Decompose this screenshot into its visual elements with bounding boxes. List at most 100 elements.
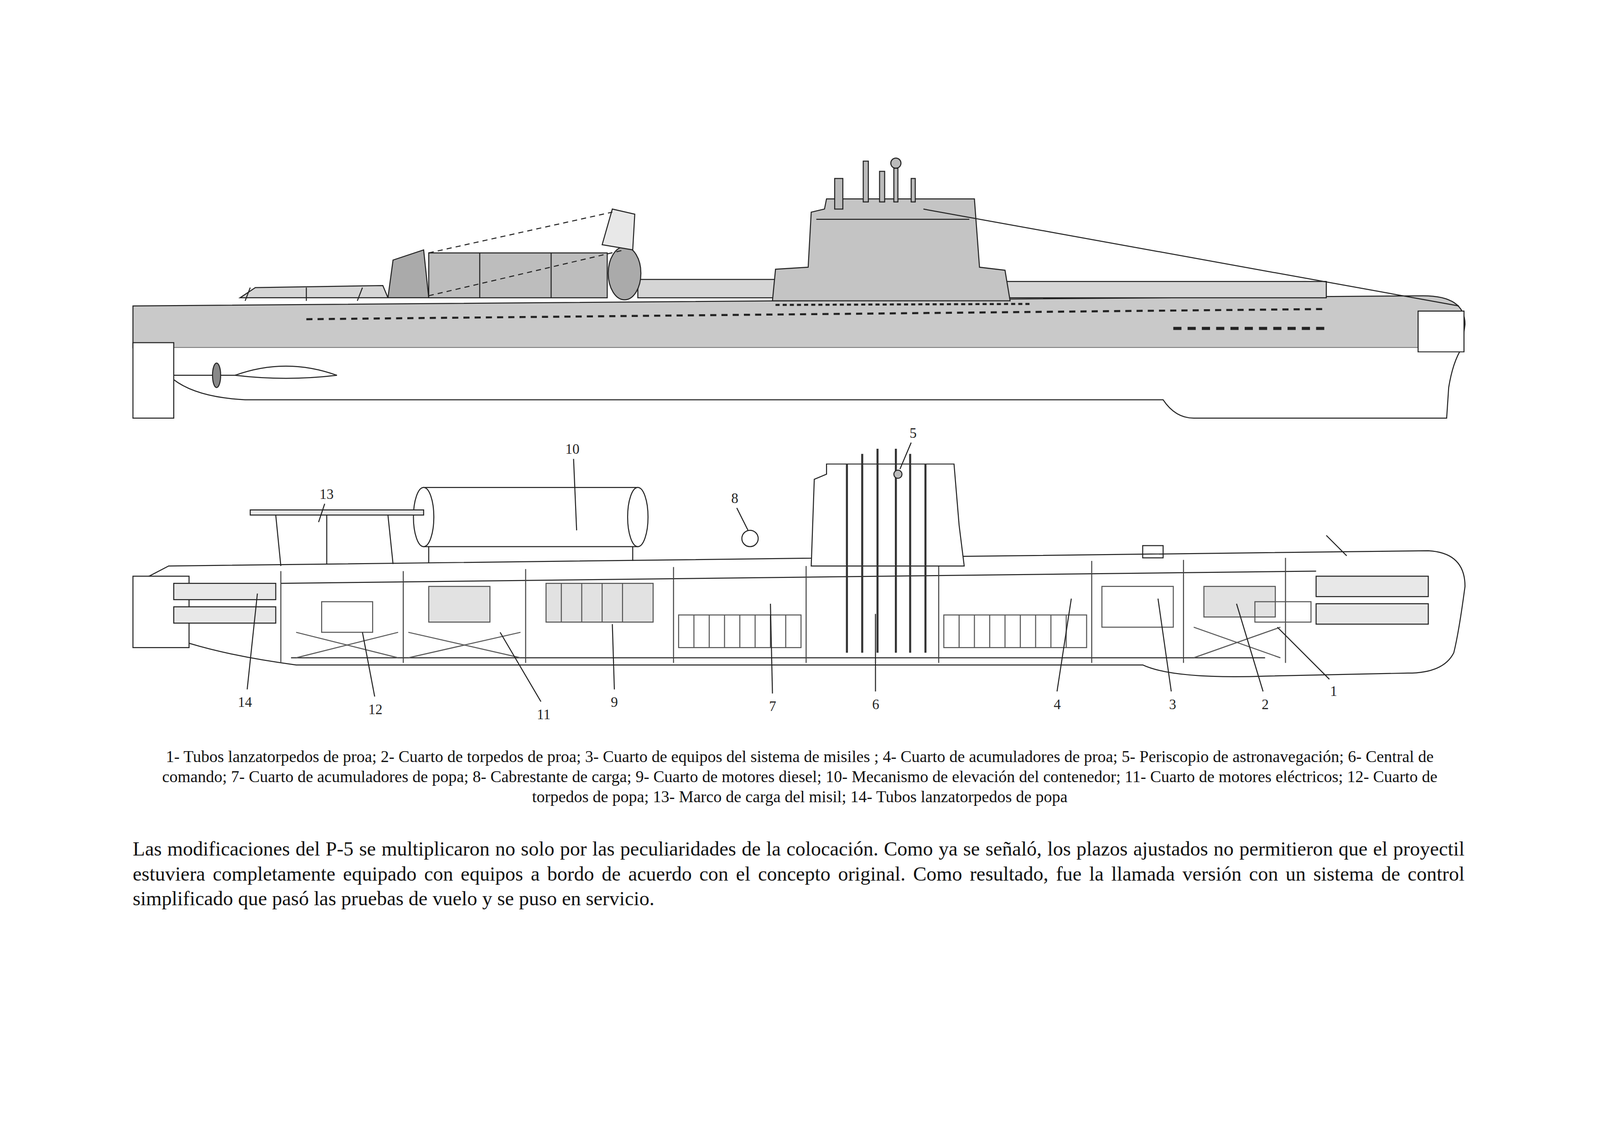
submarine-profile-part — [974, 281, 1327, 298]
submarine-cutaway-part-part — [989, 614, 991, 648]
leader-lines-part — [1236, 603, 1263, 692]
submarine-cutaway-part-part — [938, 564, 940, 664]
submarine-profile-part — [357, 287, 363, 302]
submarine-cutaway-part — [413, 487, 434, 547]
submarine-cutaway-part-part — [402, 571, 404, 663]
submarine-profile-part — [306, 309, 1327, 320]
submarine-cutaway-part-part — [408, 632, 521, 658]
submarine-cutaway-part — [143, 550, 1465, 677]
submarine-profile-part — [1418, 311, 1465, 352]
submarine-profile-part — [923, 208, 1460, 306]
submarine-cutaway-part-part — [545, 583, 654, 623]
submarine-profile-part — [879, 171, 885, 203]
submarine-cutaway-part — [290, 657, 1266, 659]
submarine-cutaway-part-part — [408, 632, 521, 658]
submarine-cutaway-part — [1142, 545, 1164, 558]
submarine-cutaway-part — [1316, 603, 1429, 625]
submarine-profile-part — [834, 178, 843, 209]
submarine-cutaway-part-part — [876, 448, 879, 653]
submarine-cutaway-part — [423, 487, 639, 547]
submarine-profile — [132, 158, 1465, 419]
submarine-cutaway-part-part — [280, 571, 282, 663]
submarine-cutaway-part-part — [1193, 627, 1281, 658]
leader-lines — [247, 442, 1330, 702]
submarine-profile-part — [550, 253, 552, 298]
submarine-cutaway-part — [388, 514, 394, 564]
submarine-cutaway-part — [1316, 576, 1429, 597]
submarine-cutaway-part-part — [894, 448, 897, 653]
submarine-profile-part — [244, 287, 250, 302]
leader-lines-part — [874, 613, 876, 692]
callout-number: 5 — [907, 425, 919, 442]
callout-number: 12 — [366, 701, 385, 718]
figure-caption: 1- Tubos lanzatorpedos de proa; 2- Cuart… — [161, 747, 1439, 808]
callout-number: 8 — [729, 490, 741, 507]
submarine-cutaway-part-part — [321, 601, 373, 633]
submarine-profile-part — [212, 363, 221, 388]
submarine-cutaway-part-part — [1101, 586, 1174, 628]
submarine-cutaway-part-part — [754, 614, 756, 648]
callout-number: 6 — [870, 696, 882, 713]
submarine-cutaway-part — [173, 607, 276, 624]
leader-lines-part — [247, 593, 258, 690]
leader-lines-part — [1057, 598, 1072, 692]
leader-lines-part — [362, 632, 375, 697]
submarine-cutaway-part-part — [861, 453, 863, 653]
leader-lines-part — [899, 442, 912, 470]
leader-lines-part — [1158, 598, 1172, 692]
submarine-profile-part — [388, 249, 429, 298]
submarine-profile-part — [608, 246, 642, 300]
submarine-cutaway-part-part — [924, 463, 927, 653]
submarine-cutaway-part-part — [785, 614, 787, 648]
submarine-cutaway-part — [1326, 535, 1347, 556]
submarine-profile-part — [816, 218, 970, 220]
submarine-cutaway-part-part — [1284, 557, 1286, 663]
leader-lines-part — [770, 603, 773, 694]
submarine-cutaway-part-part — [296, 632, 399, 658]
submarine-cutaway-part — [326, 514, 328, 564]
submarine-cutaway-part — [280, 557, 1286, 663]
submarine-cutaway-part — [893, 470, 903, 479]
submarine-cutaway-part — [173, 583, 276, 600]
callout-number: 14 — [236, 694, 255, 711]
submarine-cutaway-part-part — [1034, 614, 1036, 648]
submarine-profile-part — [602, 208, 635, 250]
callout-number: 11 — [535, 706, 553, 723]
submarine-cutaway-part — [428, 546, 430, 564]
submarine-profile-part — [132, 342, 174, 418]
submarine-cutaway-part-part — [524, 569, 526, 664]
callout-number: 13 — [317, 486, 336, 503]
callout-number: 4 — [1051, 696, 1063, 713]
submarine-profile-part — [173, 374, 235, 376]
submarine-profile-part — [775, 303, 1031, 305]
submarine-cutaway-part — [250, 509, 424, 515]
submarine-cutaway-part-part — [581, 583, 582, 623]
submarine-cutaway-part-part — [693, 614, 695, 648]
submarine-cutaway-part-part — [909, 453, 911, 653]
submarine-cutaway-part-part — [601, 583, 603, 623]
callout-number: 2 — [1259, 696, 1271, 713]
submarine-cutaway-part — [296, 583, 1311, 658]
submarine-profile-part — [479, 253, 481, 298]
submarine-cutaway-part-part — [428, 586, 490, 623]
leader-lines-part — [573, 458, 577, 531]
submarine-cutaway-part-part — [805, 566, 807, 663]
submarine-cutaway-part-part — [1019, 614, 1021, 648]
submarine-cutaway-part — [632, 546, 634, 562]
submarine-cutaway-part-part — [958, 614, 960, 648]
leader-lines-part — [318, 503, 325, 523]
submarine-cutaway-part-part — [973, 614, 975, 648]
submarine-cutaway-part-part — [1004, 614, 1006, 648]
submarine-cutaway-part-part — [1090, 561, 1092, 664]
submarine-profile-part — [772, 198, 1011, 302]
leader-lines-part — [612, 624, 615, 690]
submarine-profile-part — [1173, 327, 1326, 331]
leader-lines-part — [500, 632, 541, 702]
submarine-profile-part — [306, 287, 307, 302]
submarine-cutaway-part-part — [561, 583, 562, 623]
submarine-cutaway-part-part — [708, 614, 710, 648]
submarine-cutaway-part-part — [296, 632, 399, 658]
submarine-cutaway-part-part — [673, 566, 675, 663]
submarine-cutaway-part-part — [1050, 614, 1052, 648]
